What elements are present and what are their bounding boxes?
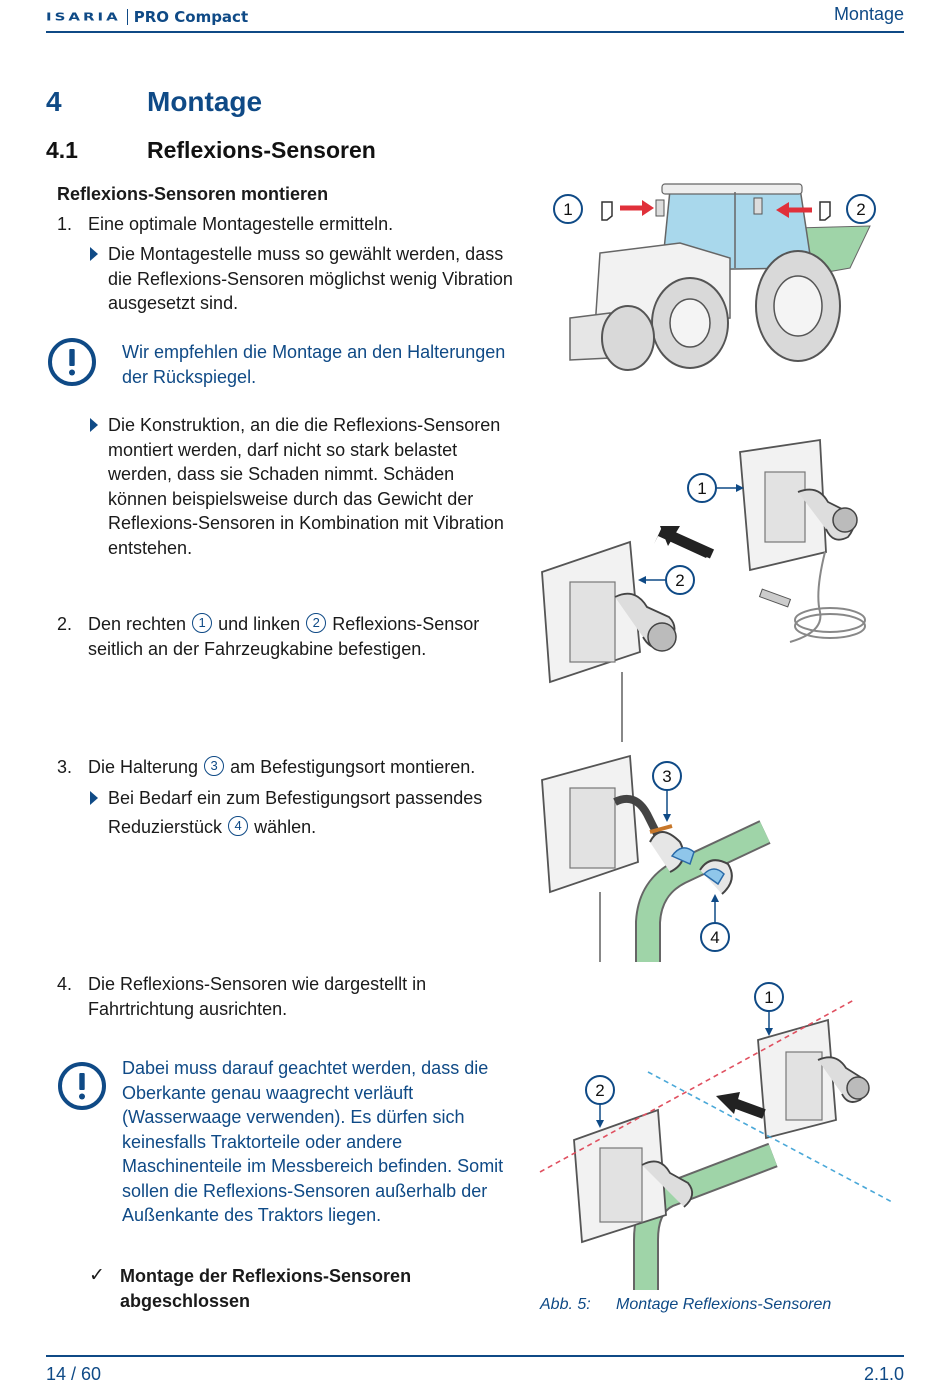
header-chapter: Montage: [833, 4, 904, 24]
bullet-text: Bei Bedarf ein zum Befestigungsort passe…: [108, 788, 483, 837]
sensor-pair-illustration: 1 2: [541, 438, 866, 742]
subsection-number: 4.1: [46, 137, 78, 163]
result-text: Montage der Reflexions-Sensoren abgeschl…: [120, 1266, 412, 1311]
figure-label: Abb. 5:: [540, 1296, 591, 1313]
header-rule: [46, 31, 904, 33]
svg-text:3: 3: [662, 767, 671, 786]
tractor-illustration: 1 2: [553, 183, 876, 371]
figure-caption: Montage Reflexions-Sensoren: [616, 1296, 832, 1313]
alignment-illustration: 1 2: [539, 982, 893, 1290]
svg-text:4: 4: [710, 928, 719, 947]
exclamation-circle-icon: [58, 1062, 106, 1110]
product-name: PRO Compact: [133, 8, 249, 26]
section-title: Montage: [147, 86, 263, 117]
holder-illustration: 3 4: [541, 754, 771, 962]
callout-ref: 3: [204, 756, 225, 776]
bullet-arrow-icon: [90, 791, 98, 805]
svg-text:1: 1: [563, 200, 572, 219]
step-number: 1.: [57, 214, 73, 234]
svg-text:1: 1: [764, 988, 773, 1007]
footer-rule: [46, 1355, 904, 1357]
step-text: Die Reflexions-Sensoren wie dargestellt …: [88, 974, 427, 1019]
callout-ref: 1: [192, 613, 213, 633]
bullet-arrow-icon: [90, 418, 98, 432]
section-number: 4: [46, 86, 62, 117]
svg-text:2: 2: [856, 200, 865, 219]
step-number: 4.: [57, 974, 73, 994]
step-text: Die Halterung 3 am Befestigungsort monti…: [88, 756, 476, 777]
exclamation-circle-icon: [48, 338, 96, 386]
step-text: Den rechten 1 und linken 2 Reflexions-Se…: [88, 613, 480, 659]
bullet-text: Die Konstruktion, an die die Reflexions-…: [108, 415, 504, 558]
callout-ref: 2: [306, 613, 327, 633]
svg-text:1: 1: [697, 479, 706, 498]
callout-ref: 4: [228, 815, 249, 836]
bullet-arrow-icon: [90, 247, 98, 261]
page-number: 14 / 60: [46, 1364, 102, 1384]
brand-logo: ISARIA PRO Compact: [46, 6, 248, 28]
note-text: Dabei muss darauf geachtet werden, dass …: [122, 1058, 504, 1225]
document-version: 2.1.0: [863, 1364, 904, 1384]
step-number: 3.: [57, 757, 73, 777]
logo-separator: [126, 9, 128, 25]
brand-name: ISARIA: [46, 10, 121, 24]
procedure-title: Reflexions-Sensoren montieren: [57, 184, 329, 204]
step-text: Eine optimale Montagestelle ermitteln.: [88, 214, 394, 234]
subsection-title: Reflexions-Sensoren: [147, 137, 376, 163]
check-icon: ✓: [89, 1265, 105, 1286]
svg-text:2: 2: [675, 571, 684, 590]
bullet-text: Die Montagestelle muss so gewählt werden…: [108, 244, 513, 313]
note-text: Wir empfehlen die Montage an den Halteru…: [122, 342, 506, 387]
svg-text:2: 2: [595, 1081, 604, 1100]
step-number: 2.: [57, 614, 73, 634]
